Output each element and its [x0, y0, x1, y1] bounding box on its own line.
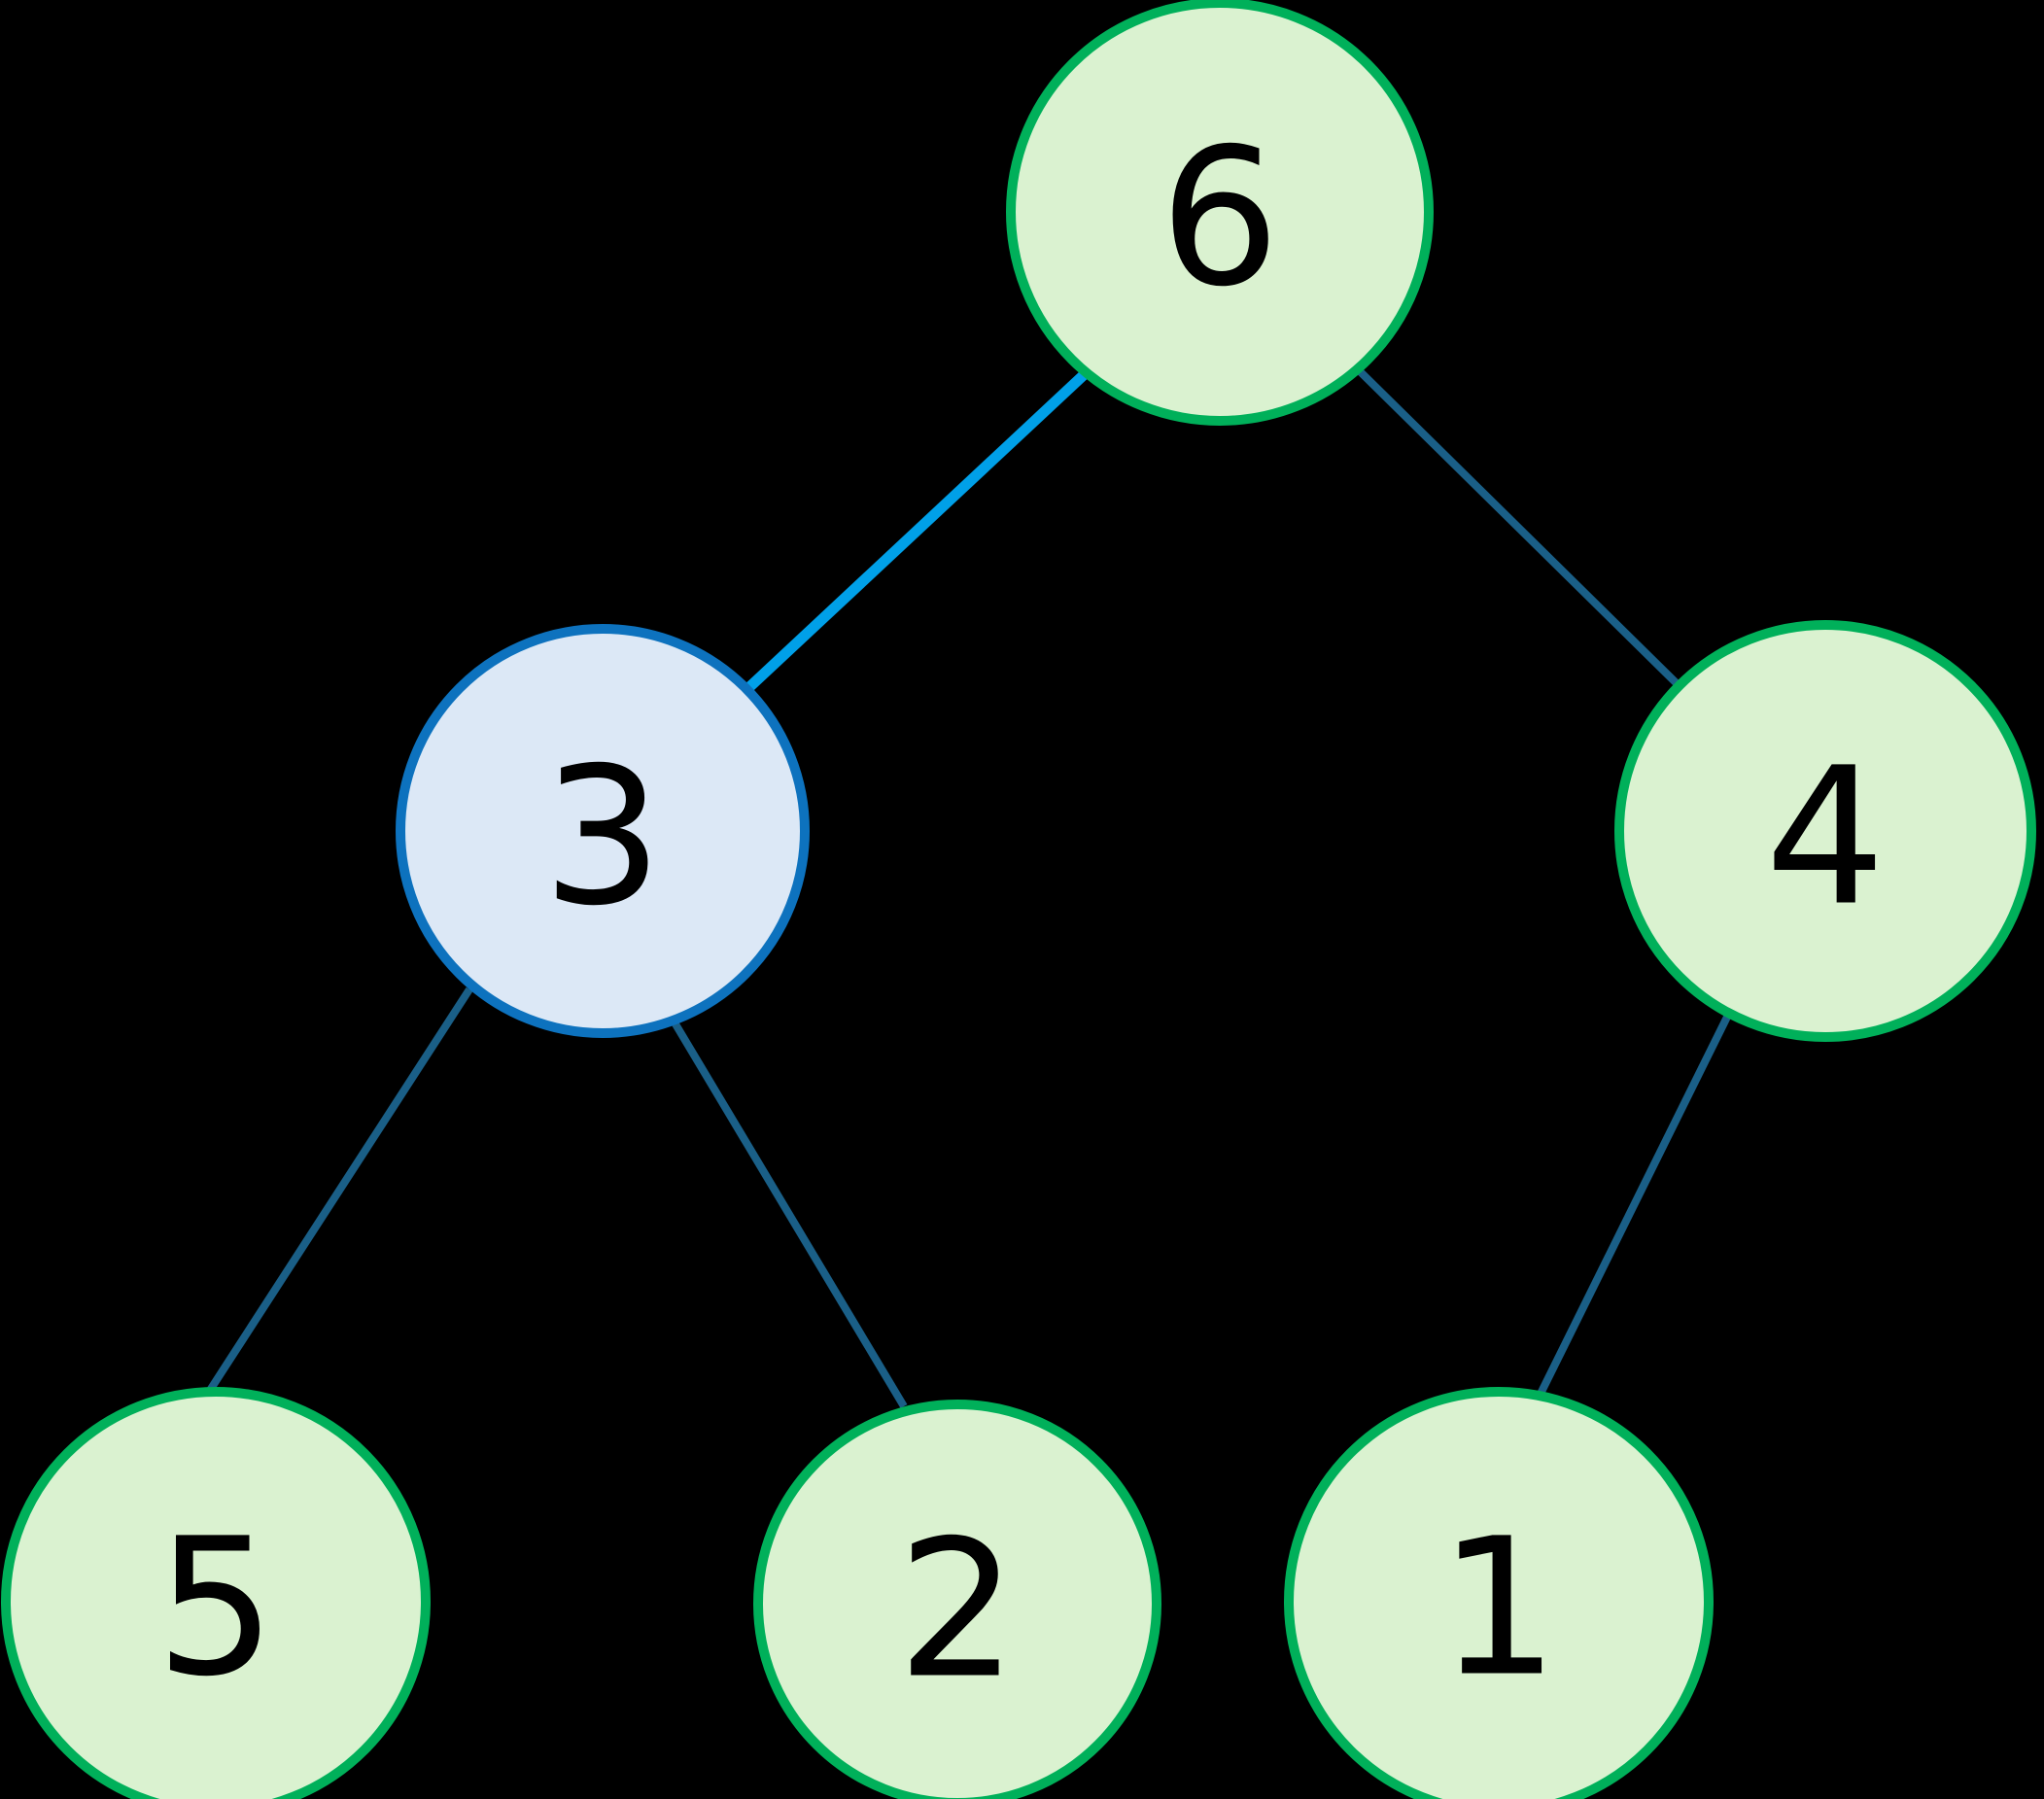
node-label-3: 3: [542, 727, 663, 948]
edge-n3-n5: [205, 986, 473, 1395]
node-label-6: 6: [1160, 108, 1280, 329]
node-4[interactable]: 4: [1614, 620, 2036, 1042]
node-circle-1[interactable]: [1284, 1387, 1714, 1799]
node-circle-3[interactable]: [396, 624, 810, 1038]
node-label-2: 2: [897, 1500, 1018, 1720]
node-2[interactable]: 2: [753, 1400, 1161, 1799]
node-6[interactable]: 6: [1006, 0, 1434, 426]
node-3[interactable]: 3: [396, 624, 810, 1038]
node-1[interactable]: 1: [1284, 1387, 1714, 1799]
edge-n6-n4: [1355, 366, 1691, 698]
edge-n4-n1: [1537, 989, 1744, 1396]
node-label-4: 4: [1765, 727, 1886, 948]
node-circle-6[interactable]: [1006, 0, 1434, 426]
node-5[interactable]: 5: [1, 1387, 431, 1799]
node-circle-4[interactable]: [1614, 620, 2036, 1042]
node-circle-5[interactable]: [1, 1387, 431, 1799]
node-label-1: 1: [1438, 1498, 1559, 1718]
edge-layer: [205, 366, 1744, 1409]
node-circle-2[interactable]: [753, 1400, 1161, 1799]
edge-n6-n3: [745, 367, 1091, 693]
node-label-5: 5: [156, 1498, 276, 1718]
edge-n3-n2: [665, 1010, 908, 1409]
